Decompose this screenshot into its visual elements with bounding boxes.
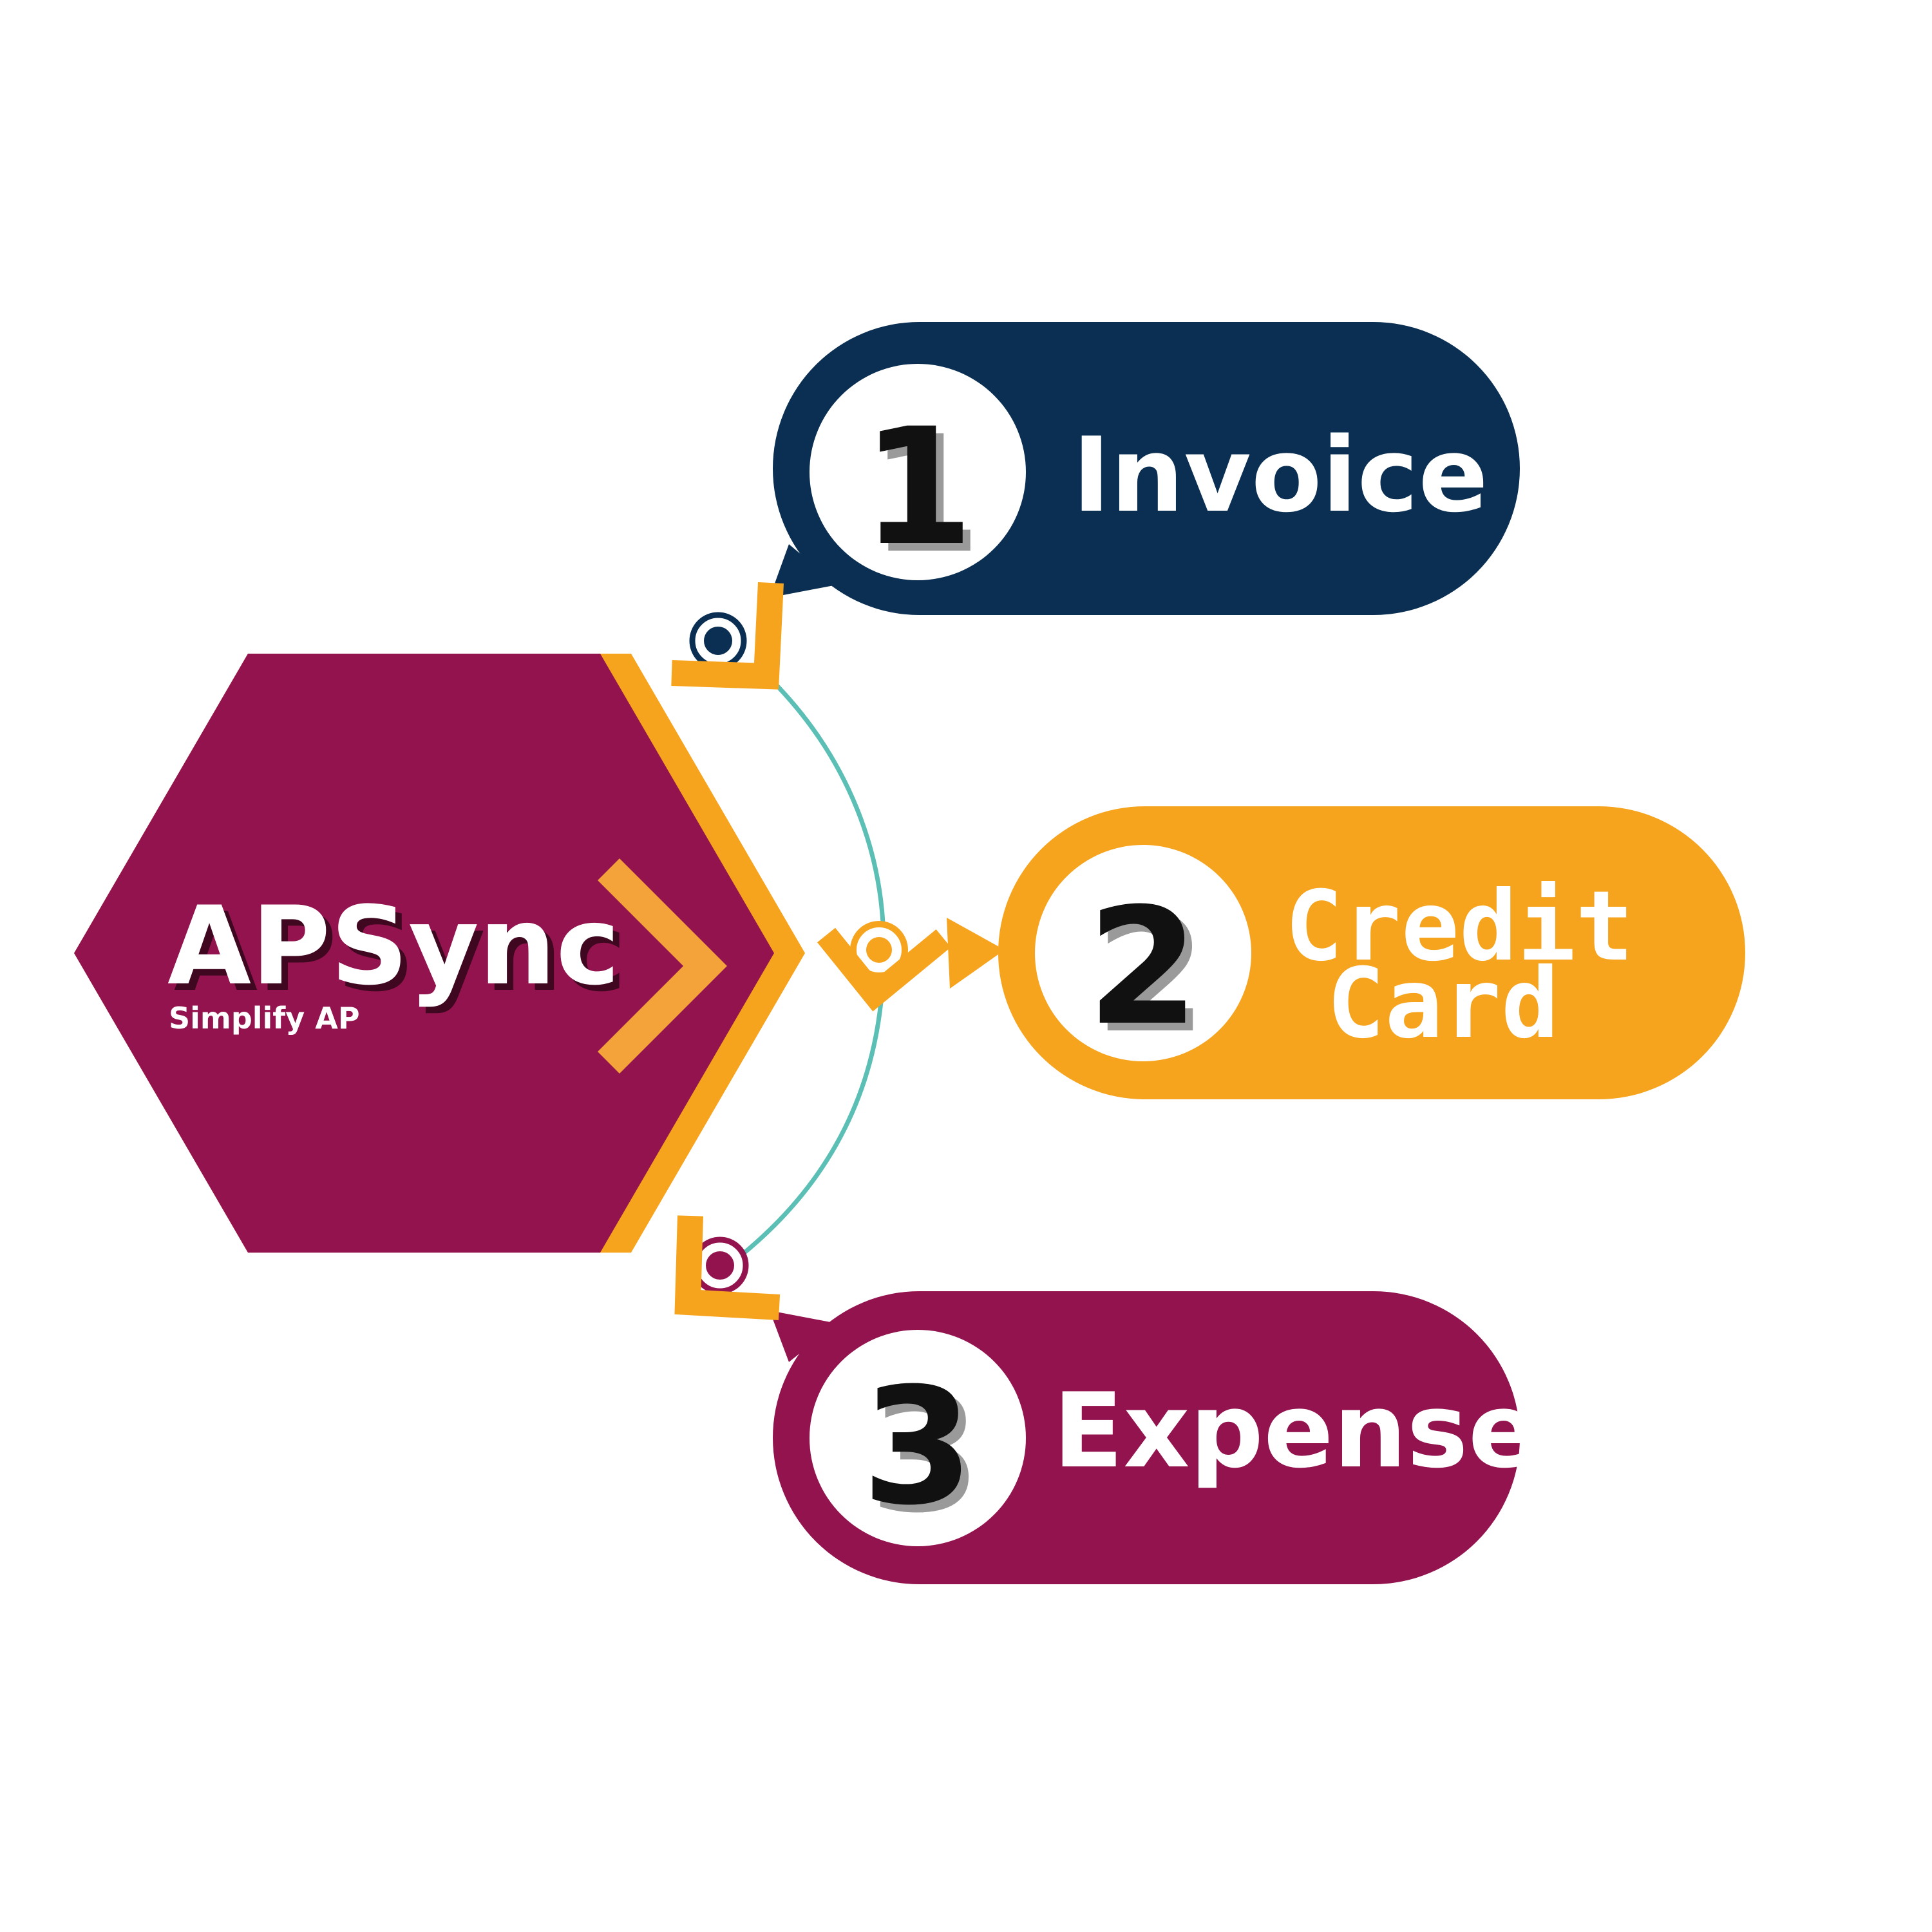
step-3-number-shadow: 3 [869,1361,981,1548]
node-1-bracket-icon [671,582,784,690]
step-2-number: 2 [1087,873,1199,1061]
node-1-dot-icon [704,627,732,655]
apsync-hexagon: APSync APSync Simplify AP [74,654,805,1253]
connector-node-1 [671,582,784,690]
connector-node-3 [674,1215,781,1320]
step-3-expense: 3 3 Expense [770,1291,1538,1584]
node-3-bracket-icon [674,1215,781,1320]
hexagon-body [74,654,774,1253]
step-2-number-shadow: 2 [1095,881,1207,1068]
step-3-callout-tail [770,1311,837,1362]
step-3-label: Expense [1053,1370,1538,1491]
step-1-invoice: 1 1 Invoice [770,322,1520,615]
chevron-right-icon [598,858,727,1074]
step-1-number-circle [810,364,1026,580]
step-2-number-circle [1035,845,1251,1061]
step-3-number-circle [810,1330,1026,1546]
step-3-number: 3 [862,1353,974,1540]
step-2-label-line2: Card [1327,948,1559,1060]
step-1-number: 1 [862,393,974,581]
step-1-number-shadow: 1 [869,401,981,589]
brand-name-shadow: APSync [174,889,627,1016]
brand-name: APSync [167,883,620,1009]
step-2-credit-card: 2 2 Credit Card [947,806,1745,1099]
node-2-bracket-icon [817,927,951,1012]
step-1-callout-tail [770,544,837,598]
step-2-callout-tail [947,918,1005,989]
brand-tagline: Simplify AP [169,1001,360,1036]
step-1-label: Invoice [1072,415,1488,535]
step-2-label-line1: Credit [1285,871,1634,983]
node-3-dot-icon [706,1251,734,1280]
connector-node-2 [817,921,951,1012]
node-2-dot-icon [866,937,892,963]
